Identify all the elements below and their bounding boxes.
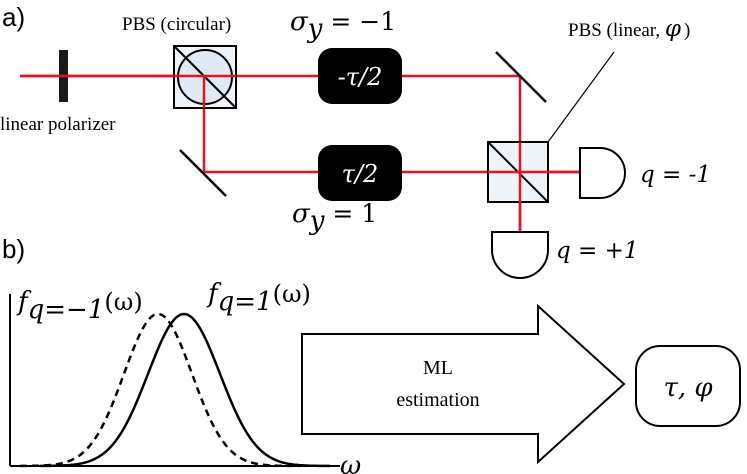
sigma-bottom-label: σy = 1: [292, 199, 377, 236]
curve-q-plus-1: [40, 312, 331, 468]
detector-bottom-label: q = +1: [556, 238, 639, 264]
linear-polarizer-label: linear polarizer: [0, 114, 116, 135]
detector-right-label: q = -1: [640, 162, 711, 188]
sigma-top-label: σy = −1: [290, 7, 396, 44]
x-axis-label: ω: [340, 451, 361, 474]
result-box: [635, 345, 741, 427]
pbs-circular-label: PBS (circular): [122, 14, 231, 35]
detector-bottom: [491, 231, 549, 279]
delay-box-top: -τ/2: [318, 48, 402, 104]
mirror-bottom-left: [179, 149, 227, 197]
delay-box-bottom-label: τ/2: [342, 160, 379, 188]
panel-a-label: a): [2, 2, 25, 32]
arrow-label-line1: ML: [423, 357, 453, 379]
pbs-linear-leader: [547, 51, 615, 143]
ml-estimation-arrow: [301, 303, 626, 465]
curve-q-minus-1: [19, 312, 300, 468]
arrow-label-line2: estimation: [396, 389, 479, 411]
delay-box-top-label: -τ/2: [338, 63, 383, 91]
pbs-linear: [487, 141, 580, 232]
pbs-linear-label: PBS (linear, φ): [568, 16, 690, 42]
panel-b-label: b): [2, 234, 25, 264]
result-label: τ, φ: [663, 373, 713, 403]
curve-q-minus-1-label: fq=−1(ω): [16, 287, 143, 325]
curve-q-plus-1-label: fq=1(ω): [206, 279, 311, 317]
detector-right: [579, 147, 626, 199]
mirror-top-right: [495, 51, 547, 103]
delay-box-bottom: τ/2: [318, 145, 402, 201]
pbs-circular: [20, 45, 237, 109]
